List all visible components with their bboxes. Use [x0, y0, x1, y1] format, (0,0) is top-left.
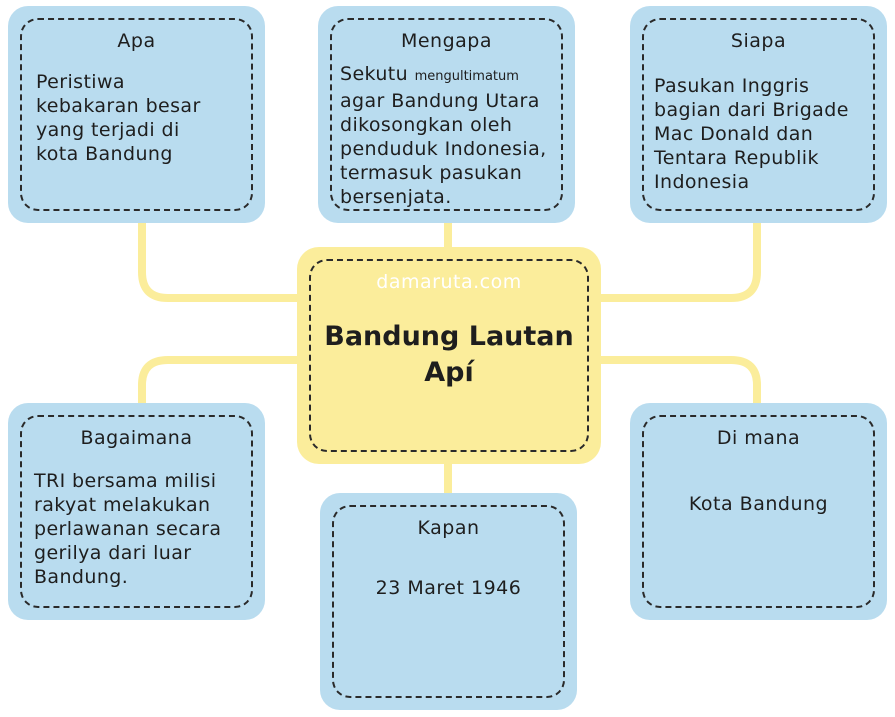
- connector-apa: [138, 218, 304, 302]
- node-dimana: Di mana Kota Bandung: [630, 403, 887, 620]
- text-line: perlawanan secara: [34, 518, 222, 540]
- node-text: Sekutu mengultimatum agar Bandung Utara …: [340, 62, 547, 209]
- text-line: rakyat melakukan: [34, 494, 211, 516]
- node-title: Mengapa: [400, 30, 493, 52]
- text-line: penduduk Indonesia,: [340, 138, 547, 160]
- dashed-border: [330, 18, 563, 211]
- central-title: Bandung Lautan Apí: [297, 319, 601, 391]
- text-line: Sekutu mengultimatum: [340, 62, 547, 89]
- central-title-line: Bandung Lautan: [324, 321, 574, 352]
- text-line: Indonesia: [654, 171, 750, 193]
- dashed-border: [642, 18, 875, 211]
- text-line: yang terjadi di: [36, 119, 180, 141]
- text-line: bersenjata.: [340, 186, 452, 208]
- node-title: Siapa: [730, 30, 787, 52]
- text-line: kebakaran besar: [36, 95, 201, 117]
- text-line: Bandung.: [34, 566, 129, 588]
- dashed-border: [309, 259, 589, 452]
- text-line: termasuk pasukan: [340, 162, 523, 184]
- node-title: Apa: [117, 30, 156, 52]
- connector-dimana: [594, 356, 761, 409]
- node-bagaimana: Bagaimana TRI bersama milisi rakyat mela…: [8, 403, 265, 620]
- node-siapa: Siapa Pasukan Inggris bagian dari Brigad…: [630, 6, 887, 223]
- node-value: Kota Bandung: [688, 493, 829, 515]
- text-line: dikosongkan oleh: [340, 114, 513, 136]
- node-text: Pasukan Inggris bagian dari Brigade Mac …: [654, 74, 849, 194]
- central-topic: damaruta.com Bandung Lautan Apí: [297, 247, 601, 464]
- connector-bagaimana: [138, 356, 304, 409]
- text-line: Tentara Republik: [654, 147, 819, 169]
- connector-siapa: [594, 218, 761, 302]
- node-kapan: Kapan 23 Maret 1946: [320, 493, 577, 710]
- dashed-border: [332, 505, 565, 698]
- dashed-border: [20, 415, 253, 608]
- text-line: gerilya dari luar: [34, 542, 192, 564]
- text-line: agar Bandung Utara: [340, 90, 540, 112]
- node-title: Kapan: [417, 517, 480, 539]
- dashed-border: [20, 18, 253, 211]
- node-text: Peristiwa kebakaran besar yang terjadi d…: [36, 70, 201, 166]
- text-fragment: Sekutu: [340, 63, 409, 85]
- text-line: kota Bandung: [36, 143, 173, 165]
- watermark: damaruta.com: [376, 271, 522, 293]
- node-text: TRI bersama milisi rakyat melakukan perl…: [34, 469, 221, 589]
- node-title: Bagaimana: [80, 427, 193, 449]
- node-mengapa: Mengapa Sekutu mengultimatum agar Bandun…: [318, 6, 575, 223]
- text-line: Mac Donald dan: [654, 123, 814, 145]
- text-line: bagian dari Brigade: [654, 99, 849, 121]
- central-title-line: Apí: [424, 357, 474, 388]
- text-line: Peristiwa: [36, 71, 125, 93]
- dashed-border: [642, 415, 875, 608]
- node-value: 23 Maret 1946: [375, 577, 522, 599]
- text-line: Pasukan Inggris: [654, 75, 810, 97]
- node-apa: Apa Peristiwa kebakaran besar yang terja…: [8, 6, 265, 223]
- node-title: Di mana: [716, 427, 801, 449]
- text-fragment-small: mengultimatum: [414, 69, 519, 84]
- text-line: TRI bersama milisi: [34, 470, 217, 492]
